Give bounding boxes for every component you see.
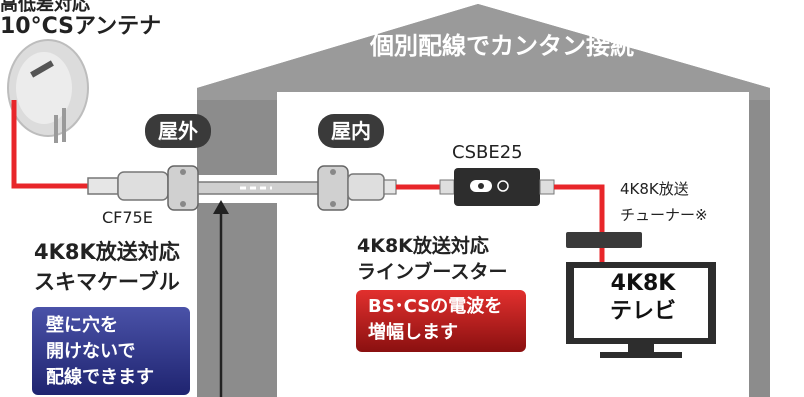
page-title: 個別配線でカンタン接続 — [370, 32, 634, 60]
indoor-badge: 屋内 — [318, 114, 384, 148]
antenna-label: 10°CSアンテナ — [0, 14, 162, 39]
callout-blue: 壁に穴を 開けないで 配線できます — [32, 307, 190, 395]
tuner-label-line2: チューナー※ — [620, 206, 708, 224]
cable-antenna — [11, 100, 88, 189]
antenna-dish-icon — [7, 39, 89, 143]
cable-label-line2: スキマケーブル — [34, 270, 180, 294]
booster-icon — [439, 168, 555, 206]
tuner-icon — [566, 232, 642, 248]
cable-to-tuner — [554, 184, 605, 232]
house-roof — [197, 4, 770, 100]
callout-blue-line1: 壁に穴を — [46, 315, 118, 336]
booster-label-line1: 4K8K放送対応 — [357, 235, 489, 257]
outdoor-badge: 屋外 — [145, 114, 211, 148]
connector-outdoor-icon — [87, 165, 199, 211]
arrow-up-icon — [213, 200, 229, 397]
booster-label-line2: ラインブースター — [357, 261, 508, 283]
callout-blue-line2: 開けないで — [46, 341, 136, 362]
connector-indoor-icon — [317, 165, 397, 211]
cable-label-line1: 4K8K放送対応 — [34, 240, 180, 264]
callout-red-line1: BS･CSの電波を — [368, 296, 503, 317]
callout-red-line2: 増幅します — [368, 322, 458, 343]
connector-label: CF75E — [102, 208, 153, 227]
callout-red: BS･CSの電波を 増幅します — [356, 290, 526, 352]
booster-model-label: CSBE25 — [452, 142, 523, 163]
tv-label-line2: テレビ — [609, 299, 676, 324]
tv-icon — [566, 262, 716, 358]
tuner-label-line1: 4K8K放送 — [620, 180, 689, 198]
callout-blue-line3: 配線できます — [46, 367, 154, 388]
tv-label-line1: 4K8K — [610, 271, 676, 296]
tv-label: 4K8K テレビ — [578, 270, 708, 326]
antenna-label-cut: 高低差対応 — [0, 0, 90, 15]
